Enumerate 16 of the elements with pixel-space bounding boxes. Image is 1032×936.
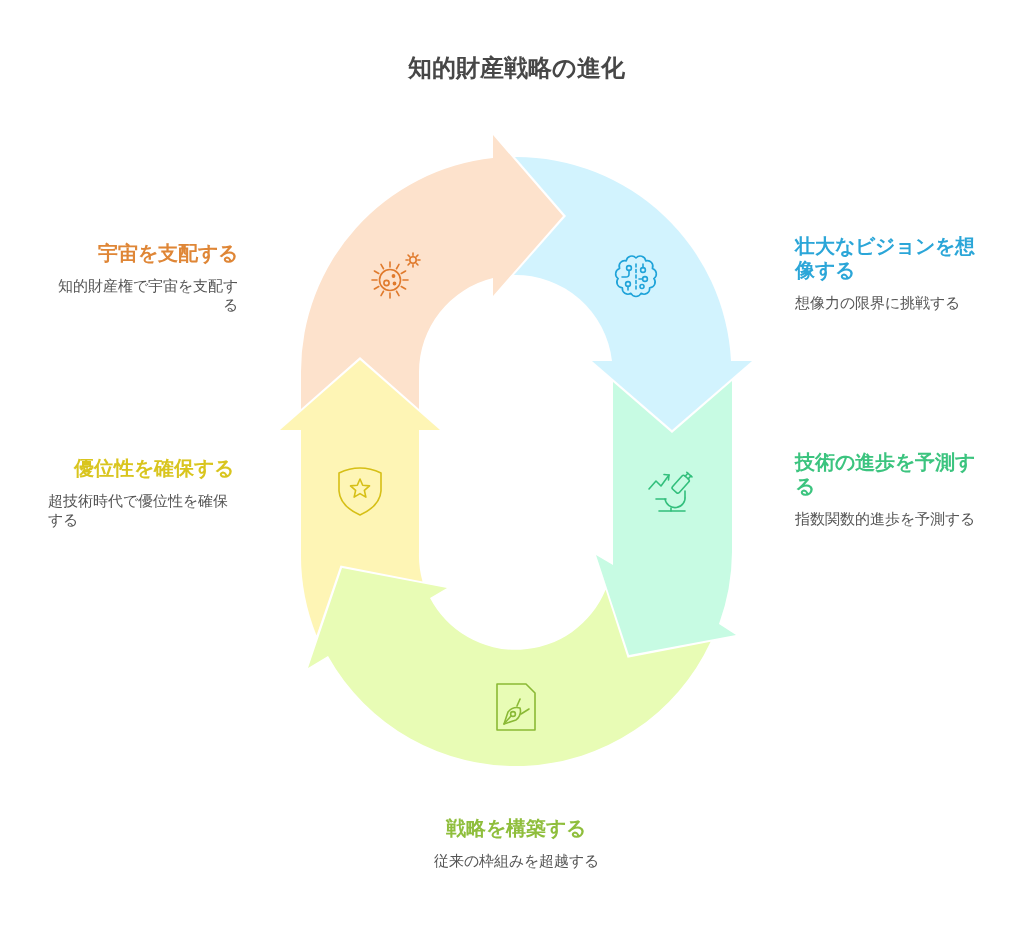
arrow-segment <box>301 135 563 409</box>
step-heading: 優位性を確保する <box>74 456 234 480</box>
diagram-title: 知的財産戦略の進化 <box>407 53 625 84</box>
step-description: 指数関数的進歩を予測する <box>795 510 975 529</box>
step-heading: 壮大なビジョンを想像する <box>795 234 976 282</box>
step-description: 知的財産権で宇宙を支配する <box>57 277 238 315</box>
step-description: 従来の枠組みを超越する <box>433 852 599 871</box>
step-heading: 宇宙を支配する <box>98 241 238 265</box>
step-heading: 戦略を構築する <box>446 816 586 840</box>
arrow-segment <box>596 381 736 655</box>
step-description: 超技術時代で優位性を確保する <box>48 492 229 530</box>
step-heading: 技術の進歩を予測する <box>795 450 976 498</box>
arrow-segment <box>308 568 711 766</box>
step-description: 想像力の限界に挑戦する <box>795 294 960 313</box>
arrow-segment <box>280 360 440 636</box>
arrow-segment <box>514 157 752 430</box>
